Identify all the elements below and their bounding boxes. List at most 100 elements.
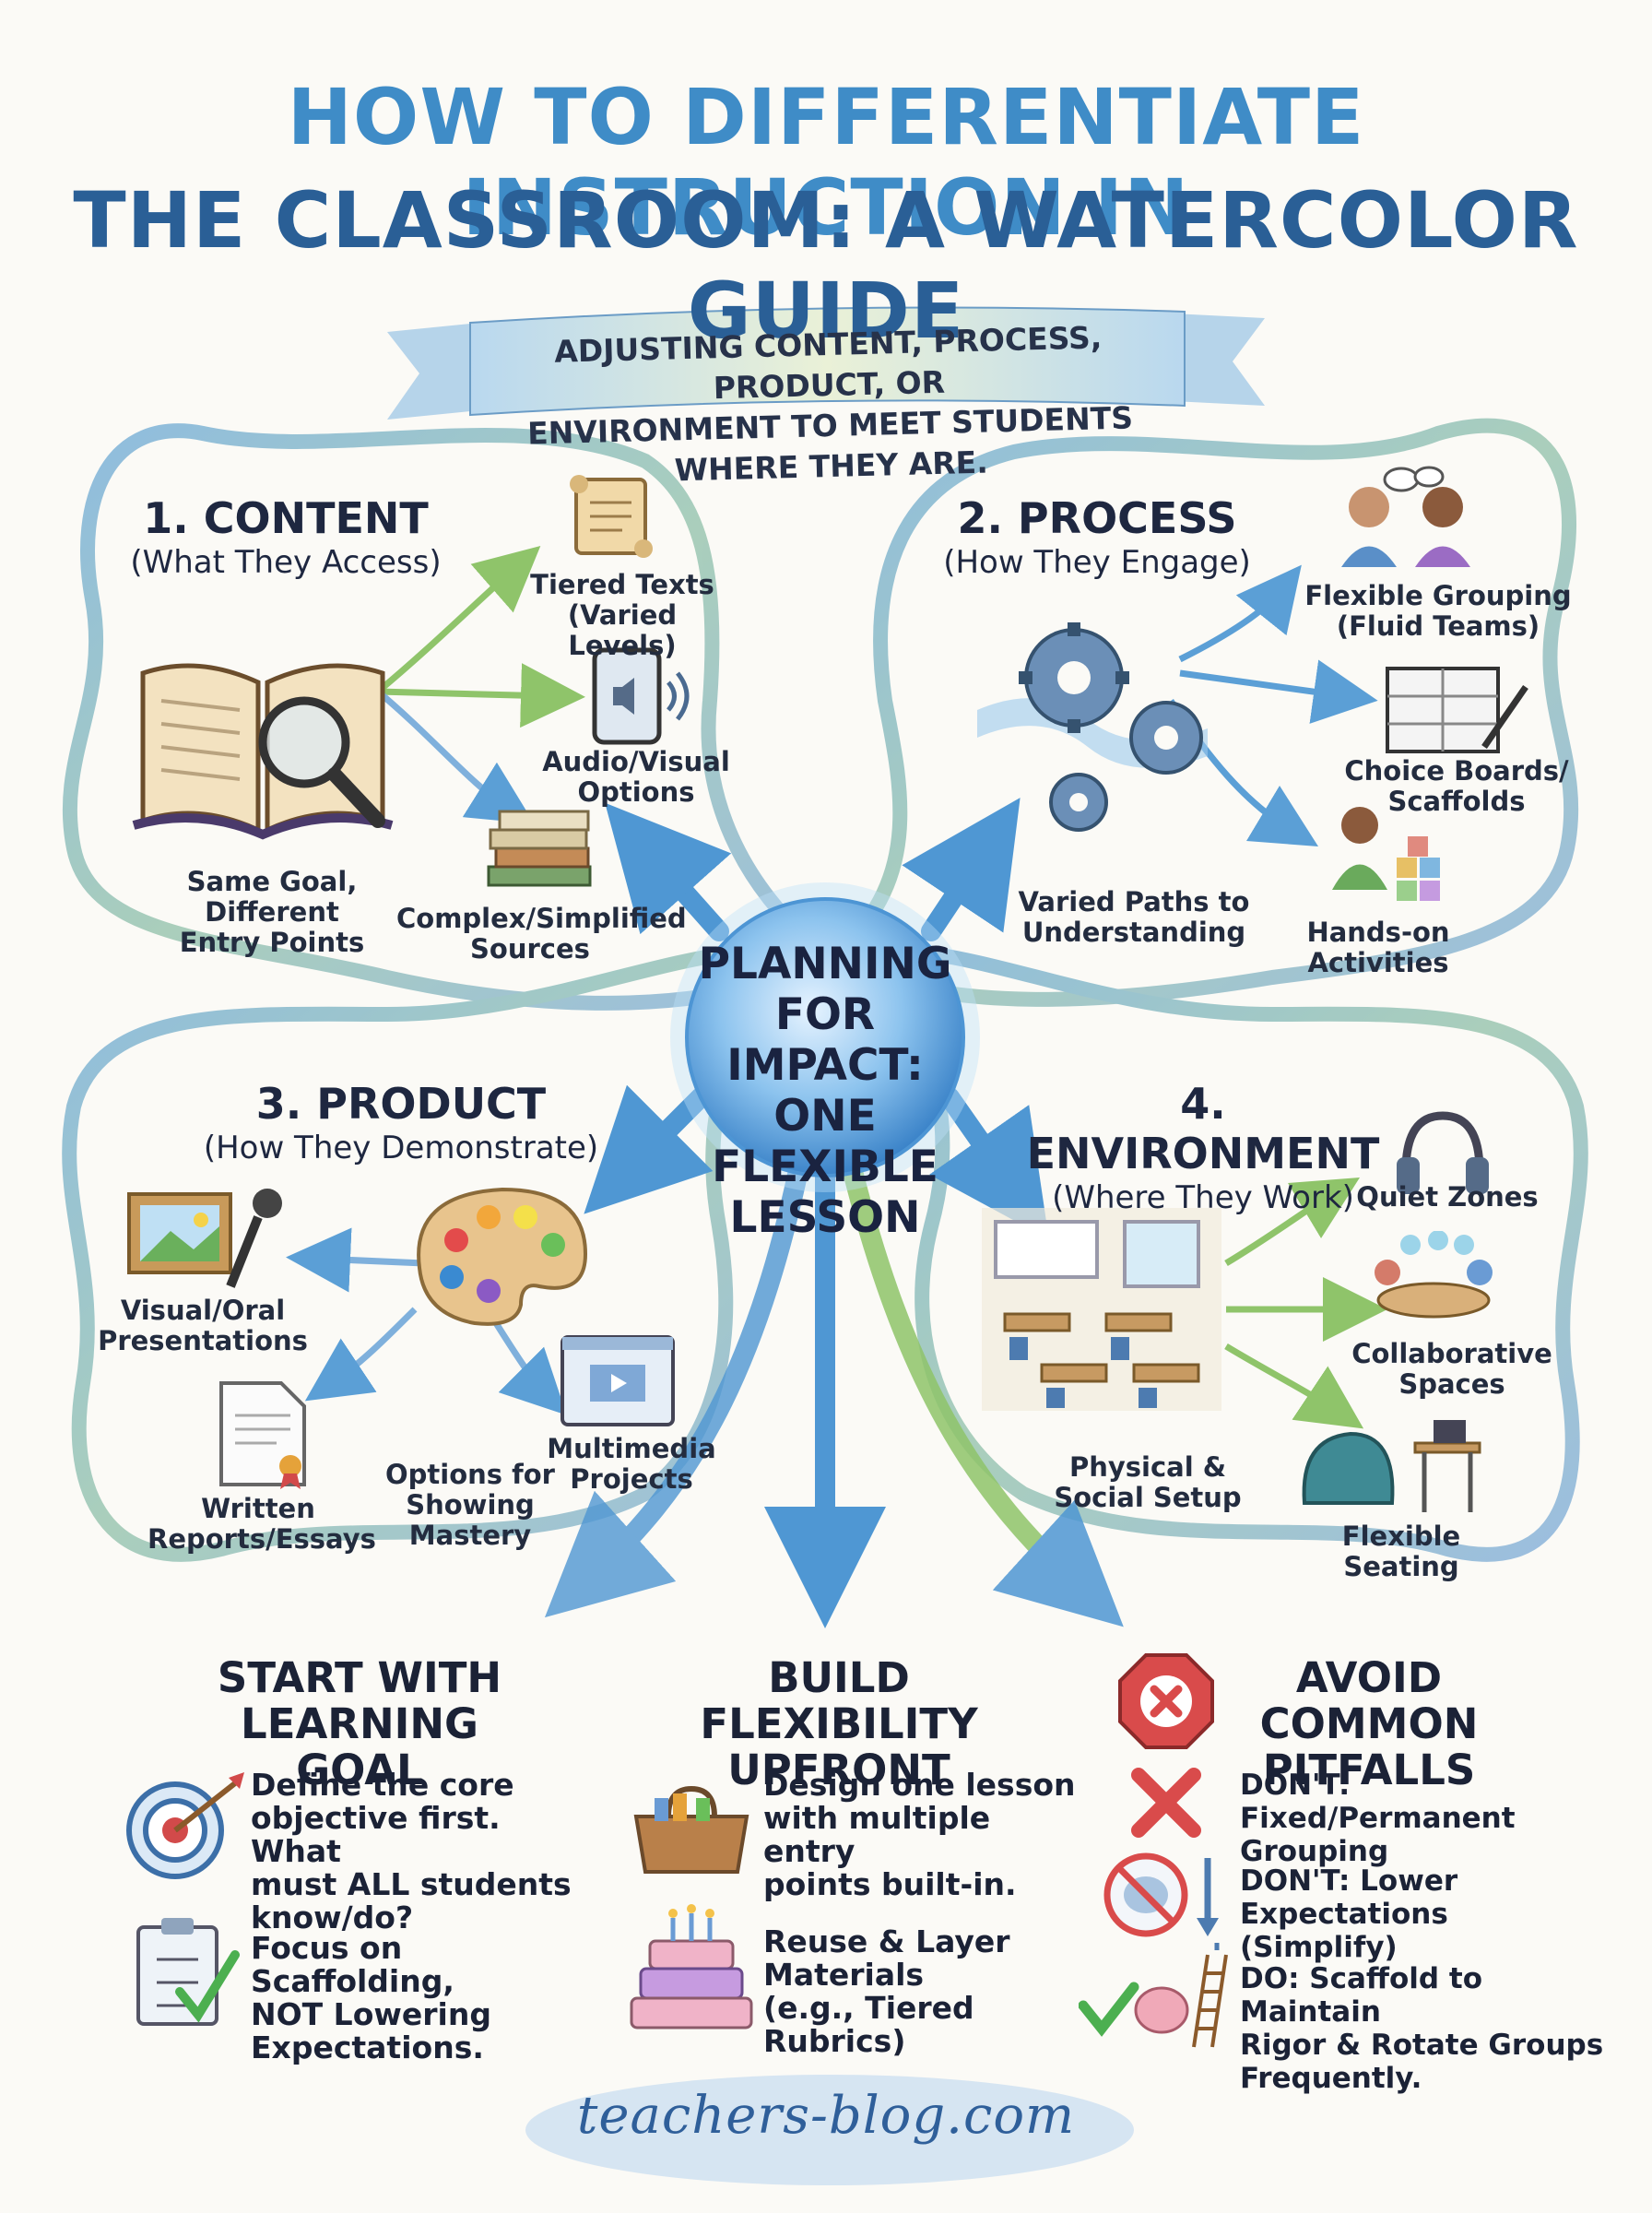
hub-line-4: LESSON <box>729 1192 921 1243</box>
content-note-line1: Same Goal, <box>186 866 358 897</box>
choice-board-icon <box>1386 667 1528 753</box>
start-goal-text-1: Define the core objective first. What mu… <box>251 1769 592 1935</box>
process-item-2-line1: Hands-on <box>1306 917 1450 948</box>
start-p1-line3: must ALL students <box>251 1866 572 1902</box>
environment-note: Physical & Social Setup <box>1042 1452 1254 1513</box>
content-note: Same Goal, Different Entry Points <box>166 867 378 958</box>
written-report-icon <box>219 1381 306 1489</box>
process-item-1-line1: Choice Boards/ <box>1344 755 1569 787</box>
red-x-icon <box>1131 1768 1201 1838</box>
start-p1-line2: objective first. What <box>251 1800 501 1869</box>
section-product-subtitle: (How They Demonstrate) <box>203 1130 599 1166</box>
students-talking-icon <box>1341 466 1470 567</box>
environment-item-2-line2: Seating <box>1343 1551 1459 1582</box>
avoid-pitfalls-text-2: DON'T: Lower Expectations (Simplify) <box>1240 1864 1636 1964</box>
environment-item-collaborative: Collaborative Spaces <box>1351 1339 1553 1400</box>
start-p1-line1: Define the core <box>251 1767 514 1803</box>
content-note-line2: Different <box>205 896 339 928</box>
avoid-pitfalls-text-3: DO: Scaffold to Maintain Rigor & Rotate … <box>1240 1962 1627 2095</box>
product-item-1-line1: Written <box>201 1493 315 1524</box>
gears-icon <box>977 622 1208 832</box>
section-content-title: 1. CONTENT <box>143 493 429 543</box>
multimedia-screen-icon <box>560 1335 675 1426</box>
process-item-0-line2: (Fluid Teams) <box>1336 610 1540 642</box>
avoid-p3-line1: DO: Scaffold to Maintain <box>1240 1962 1483 2029</box>
avoid-p2-line2: (Simplify) <box>1240 1931 1398 1964</box>
content-item-audio-visual: Audio/Visual Options <box>535 747 738 808</box>
layer-cake-icon <box>630 1904 753 2030</box>
tablet-audio-icon <box>592 647 690 745</box>
section-product-heading: 3. PRODUCT (How They Demonstrate) <box>189 1079 613 1167</box>
product-note: Options for Showing Mastery <box>355 1460 585 1551</box>
product-item-0-line2: Presentations <box>98 1325 308 1356</box>
build-p1-line2: with multiple entry <box>763 1800 991 1869</box>
product-item-multimedia: Multimedia Projects <box>544 1434 719 1495</box>
content-item-0-line2: (Varied Levels) <box>567 599 678 661</box>
child-blocks-icon <box>1332 807 1440 901</box>
process-item-2-line2: Activities <box>1307 947 1449 978</box>
content-item-tiered-texts: Tiered Texts (Varied Levels) <box>512 570 733 661</box>
book-stack-icon <box>487 810 592 887</box>
section-content-heading: 1. CONTENT (What They Access) <box>129 493 442 582</box>
section-process-subtitle: (How They Engage) <box>943 544 1251 581</box>
product-item-presentations: Visual/Oral Presentations <box>92 1296 313 1356</box>
avoid-pitfalls-title: AVOID COMMON PITFALLS <box>1208 1655 1530 1793</box>
classroom-icon <box>982 1208 1221 1411</box>
banner-ribbon <box>387 306 1265 420</box>
process-note-line1: Varied Paths to <box>1018 886 1250 917</box>
collaborative-table-icon <box>1375 1231 1493 1319</box>
product-item-written-reports: Written Reports/Essays <box>148 1493 376 1555</box>
branch-arrows <box>286 545 1387 1429</box>
product-note-line2: Showing Mastery <box>406 1489 535 1551</box>
content-item-sources: Complex/Simplified Sources <box>396 903 687 964</box>
content-note-line3: Entry Points <box>179 927 365 958</box>
start-title-line1: START WITH <box>217 1653 502 1702</box>
content-item-2-line1: Complex/Simplified <box>396 903 687 934</box>
hub-line-3: ONE FLEXIBLE <box>712 1091 938 1192</box>
banner-line-2: ENVIRONMENT TO MEET STUDENTS WHERE THEY … <box>526 399 1134 489</box>
toolbox-icon <box>633 1785 749 1874</box>
avoid-pitfalls-text-1: DON'T: Fixed/Permanent Grouping <box>1240 1769 1627 1868</box>
environment-item-quiet-zones: Quiet Zones <box>1355 1182 1540 1213</box>
environment-note-line1: Physical & <box>1068 1451 1227 1483</box>
avoid-title-line2: PITFALLS <box>1262 1746 1476 1794</box>
start-p1-line4: know/do? <box>251 1899 414 1935</box>
process-note: Varied Paths to Understanding <box>1014 887 1254 948</box>
build-p1-line1: Design one lesson <box>763 1767 1076 1803</box>
footer-splash <box>525 2075 1134 2185</box>
product-item-2-line1: Multimedia <box>547 1433 716 1464</box>
content-item-1-line1: Audio/Visual <box>542 746 730 777</box>
hub-circle <box>670 882 980 1192</box>
environment-item-2-line1: Flexible <box>1341 1521 1461 1552</box>
start-p2-line2: NOT Lowering <box>251 1996 491 2032</box>
target-arrow-icon <box>126 1772 244 1879</box>
build-p1-line3: points built-in. <box>763 1866 1017 1902</box>
section-environment-heading: 4. ENVIRONMENT (Where They Work) <box>1023 1079 1383 1217</box>
build-p2-line1: Reuse & Layer <box>763 1923 1010 1959</box>
clipboard-check-icon <box>136 1918 240 2026</box>
environment-item-1-line2: Spaces <box>1398 1368 1505 1400</box>
section-environment-title: 4. ENVIRONMENT <box>1026 1079 1380 1178</box>
environment-note-line2: Social Setup <box>1054 1482 1242 1513</box>
avoid-p2-line1: DON'T: Lower Expectations <box>1240 1864 1458 1931</box>
start-p2-line1: Focus on Scaffolding, <box>251 1930 454 1999</box>
avoid-p3-line3: Frequently. <box>1240 2062 1422 2095</box>
headphones-icon <box>1397 1111 1489 1194</box>
footer-site-url[interactable]: teachers-blog.com <box>576 2086 1076 2146</box>
process-item-1-line2: Scaffolds <box>1387 786 1526 817</box>
bean-bag-desk-icon <box>1302 1420 1481 1512</box>
hub-line-2: FOR IMPACT: <box>726 989 924 1091</box>
hub-arrows <box>544 798 1124 1628</box>
environment-item-0-line1: Quiet Zones <box>1356 1181 1539 1213</box>
avoid-title-line1: AVOID COMMON <box>1259 1653 1479 1748</box>
build-p2-line3: (e.g., Tiered Rubrics) <box>763 1990 974 2059</box>
paint-palette-icon <box>417 1187 588 1326</box>
stop-sign-icon <box>1118 1653 1214 1749</box>
section-process-title: 2. PROCESS <box>957 493 1237 543</box>
section-environment-subtitle: (Where They Work) <box>1052 1179 1354 1216</box>
content-item-1-line2: Options <box>577 776 695 808</box>
build-title-line1: BUILD FLEXIBILITY <box>700 1653 978 1748</box>
section-content-subtitle: (What They Access) <box>130 544 442 581</box>
